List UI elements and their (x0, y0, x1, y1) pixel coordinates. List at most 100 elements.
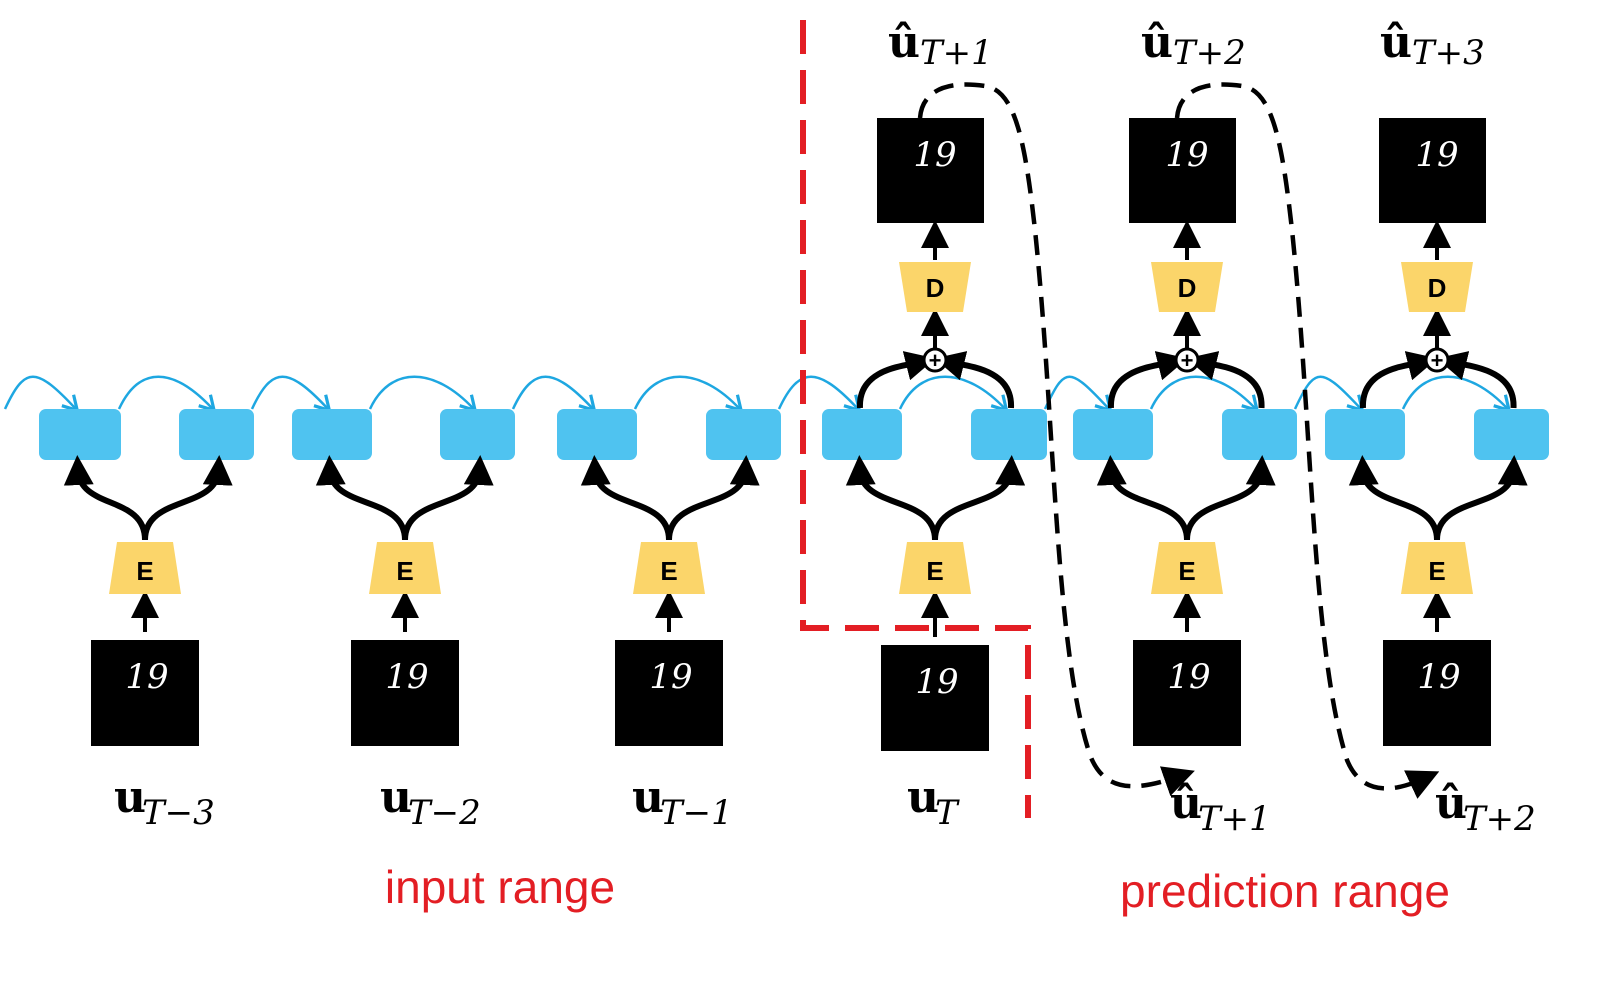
input-subscript-5: T+1 (1198, 799, 1271, 839)
split-arrow-left-4 (845, 455, 938, 541)
recurrent-arrow-1 (3, 375, 80, 413)
frame-digit: 19 (915, 662, 958, 702)
frame-digit: 19 (385, 657, 428, 697)
combine-symbol: + (1181, 348, 1194, 373)
input-frame-4 (881, 645, 989, 751)
encoder-label: E (660, 556, 677, 586)
output-subscript-3: T+3 (1412, 33, 1485, 73)
output-frame-2 (1129, 118, 1236, 223)
recurrent-arrow-3 (250, 375, 332, 413)
combine-node-3 (1424, 347, 1450, 373)
output-frame-3 (1379, 118, 1486, 223)
input-label-5: û (1170, 778, 1202, 829)
feedback-loop-2 (1174, 82, 1440, 799)
split-arrow-left-3 (580, 455, 672, 541)
split-arrow-right-4 (932, 455, 1026, 541)
hidden-states (39, 409, 1549, 460)
feedback-loop-1 (917, 82, 1195, 797)
encoder-block-6 (1401, 542, 1473, 594)
range-boundary-line (800, 20, 1031, 818)
hidden-state-12 (1474, 409, 1549, 460)
input-range-label: input range (385, 861, 615, 913)
merge-arrow-right-1 (934, 351, 1015, 409)
input-frame-3 (615, 640, 723, 746)
frame-digit: 19 (1417, 657, 1460, 697)
recurrent-arrow-11 (1293, 375, 1365, 413)
output-frame-1 (877, 118, 984, 223)
encoder-block-1 (109, 542, 181, 594)
combine-symbol: + (929, 348, 942, 373)
frame-digit: 19 (125, 657, 168, 697)
output-label-3: û (1380, 17, 1412, 68)
split-arrow-left-5 (1096, 455, 1190, 541)
decoder-label: D (1178, 273, 1197, 303)
recurrent-arrow-8 (898, 375, 1009, 413)
frame-digit: 19 (913, 135, 956, 175)
decoder-block-3 (1401, 262, 1473, 312)
output-label-1: û (888, 17, 920, 68)
hidden-state-9 (1073, 409, 1153, 460)
hidden-state-5 (557, 409, 637, 460)
input-subscript-6: T+2 (1463, 799, 1536, 839)
recurrent-connections (3, 375, 1512, 413)
merge-arrow-left-3 (1359, 351, 1438, 409)
encoder-block-2 (369, 542, 441, 594)
merge-arrow-right-3 (1436, 351, 1517, 409)
recurrent-arrow-5 (511, 375, 597, 413)
output-label-2: û (1141, 17, 1173, 68)
input-frame-1 (91, 640, 199, 746)
feedback-loops (917, 82, 1440, 799)
frame-digit: 19 (1167, 657, 1210, 697)
input-label-4: u (907, 772, 939, 823)
range-separator (800, 20, 1031, 818)
decoder-block-2 (1151, 262, 1223, 312)
split-arrow-right-6 (1434, 455, 1528, 541)
frame-digit: 19 (1415, 135, 1458, 175)
encoder-label: E (1178, 556, 1195, 586)
input-frame-5 (1133, 640, 1241, 746)
input-label-6: û (1435, 778, 1467, 829)
merge-arrow-left-2 (1107, 351, 1188, 409)
encoder-block-3 (633, 542, 705, 594)
merge-arrow-right-2 (1186, 351, 1265, 409)
hidden-state-1 (39, 409, 121, 460)
input-label-1: u (114, 772, 146, 823)
encoder-label: E (396, 556, 413, 586)
recurrent-arrow-4 (368, 375, 478, 413)
input-label-2: u (380, 772, 412, 823)
split-arrow-left-2 (315, 455, 408, 541)
split-arrow-left-1 (63, 455, 148, 541)
hidden-state-4 (440, 409, 515, 460)
merge-arrow-left-1 (856, 351, 936, 409)
hidden-state-6 (706, 409, 781, 460)
hidden-state-3 (292, 409, 372, 460)
encoder-label: E (926, 556, 943, 586)
decoder-block-1 (899, 262, 971, 312)
encoder-label: E (136, 556, 153, 586)
split-arrow-right-1 (142, 455, 233, 541)
combine-node-2 (1174, 347, 1200, 373)
split-arrow-left-6 (1348, 455, 1440, 541)
recurrent-arrow-9 (1043, 375, 1113, 413)
encoder-block-5 (1151, 542, 1223, 594)
combine-symbol: + (1431, 348, 1444, 373)
hidden-state-10 (1222, 409, 1297, 460)
recurrent-arrow-7 (777, 375, 862, 413)
combine-node-1 (922, 347, 948, 373)
recurrent-arrow-10 (1149, 375, 1260, 413)
split-arrow-right-3 (666, 455, 760, 541)
hidden-state-11 (1325, 409, 1405, 460)
recurrent-arrow-6 (633, 375, 744, 413)
input-subscript-1: T−3 (142, 793, 215, 833)
split-arrow-right-2 (402, 455, 494, 541)
prediction-range-label: prediction range (1120, 865, 1450, 917)
decoder-label: D (926, 273, 945, 303)
input-frame-6 (1383, 640, 1491, 746)
data-flow-arrows (63, 220, 1528, 637)
input-frame-2 (351, 640, 459, 746)
input-label-3: u (632, 772, 664, 823)
